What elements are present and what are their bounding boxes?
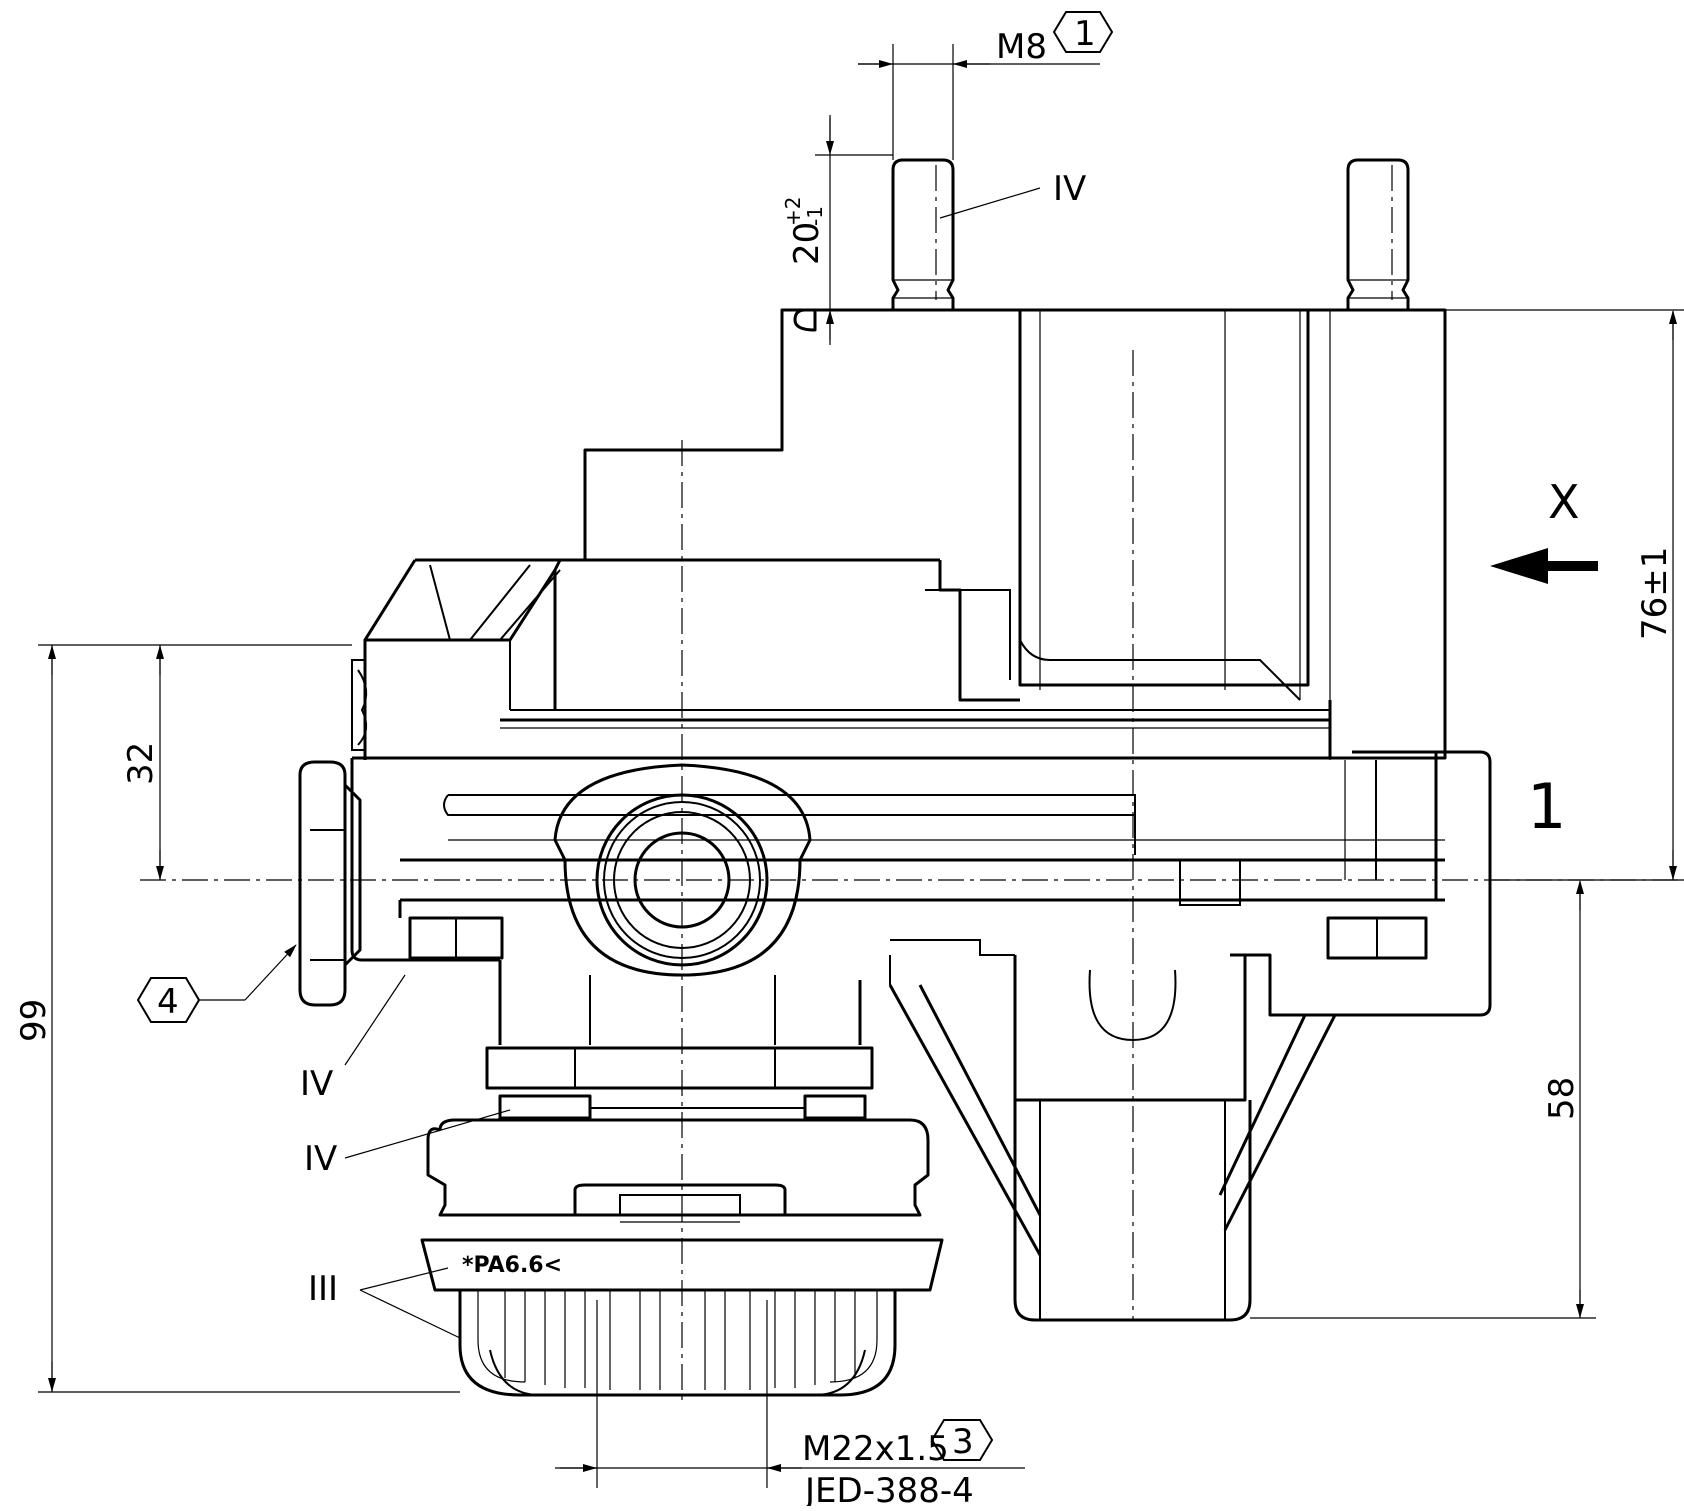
stud-length-tol-lower: -1 — [803, 206, 827, 226]
view-arrow-shaft — [1540, 561, 1598, 571]
bolts — [398, 900, 1428, 960]
m22-label: M22x1.5 — [802, 1429, 949, 1469]
stud-length-value: 20 — [787, 222, 827, 265]
callout-4: 4 — [136, 944, 297, 1023]
view-arrow-x: X — [1490, 475, 1598, 584]
depth-32-label: 32 — [121, 742, 161, 785]
dim-99: 99 — [14, 644, 460, 1393]
dim-m22: M22x1.5 3 — [555, 1300, 1025, 1488]
iv-lower: IV — [304, 1139, 337, 1179]
label-iii: III — [308, 1267, 461, 1339]
height-76-label: 76±1 — [1635, 547, 1675, 640]
iv-top: IV — [1053, 169, 1086, 209]
dim-32: 32 — [121, 644, 352, 880]
label-iv-top: IV — [939, 169, 1086, 219]
m8-tag: 1 — [1074, 14, 1096, 54]
stud-length-tol-upper: +2 — [781, 197, 805, 226]
iv-left: IV — [300, 1064, 333, 1104]
m8-label: M8 — [996, 27, 1047, 67]
dim-m8: M8 1 — [858, 11, 1114, 160]
height-58-label: 58 — [1542, 1077, 1582, 1120]
upper-housing — [350, 308, 1492, 1017]
dim-76: 76±1 — [1445, 309, 1684, 881]
central-port — [553, 763, 812, 977]
stud-left — [891, 158, 955, 312]
label-iv-left: IV — [300, 974, 406, 1104]
lower-stem — [485, 960, 874, 1120]
view-arrow-head — [1490, 548, 1548, 584]
iii-label: III — [308, 1269, 338, 1309]
left-port-cap — [298, 659, 368, 1007]
label-iv-lower: IV — [304, 1109, 511, 1179]
dim-stud-length: 20 +2 -1 — [781, 115, 893, 345]
cap-marking: *PA6.6< — [462, 1253, 562, 1278]
filter-cap: *PA6.6< — [420, 1118, 944, 1397]
height-99-label: 99 — [14, 999, 54, 1042]
tag4-label: 4 — [157, 982, 179, 1022]
drawing-id: JED-388-4 — [803, 1471, 974, 1506]
stud-right — [1346, 158, 1410, 312]
right-lower-port — [888, 939, 1337, 1322]
view-letter: X — [1548, 475, 1580, 529]
port-1-label: 1 — [1527, 770, 1566, 843]
m22-tag: 3 — [952, 1422, 974, 1462]
dim-58: 58 — [1250, 880, 1596, 1319]
